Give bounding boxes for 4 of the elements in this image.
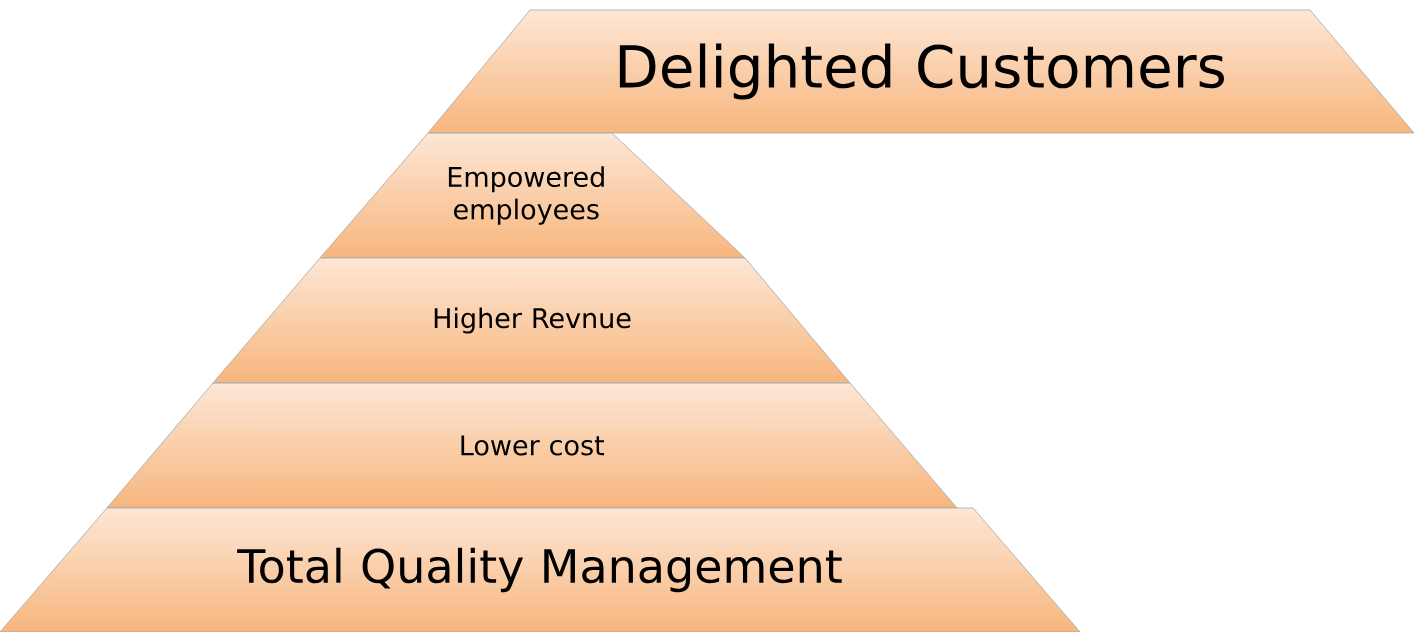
pyramid-level: Higher Revnue [212, 257, 851, 384]
pyramid-level: Total Quality Management [0, 507, 1081, 632]
pyramid-level: Lower cost [106, 382, 958, 509]
pyramid-level: Empowered employees [319, 132, 746, 259]
